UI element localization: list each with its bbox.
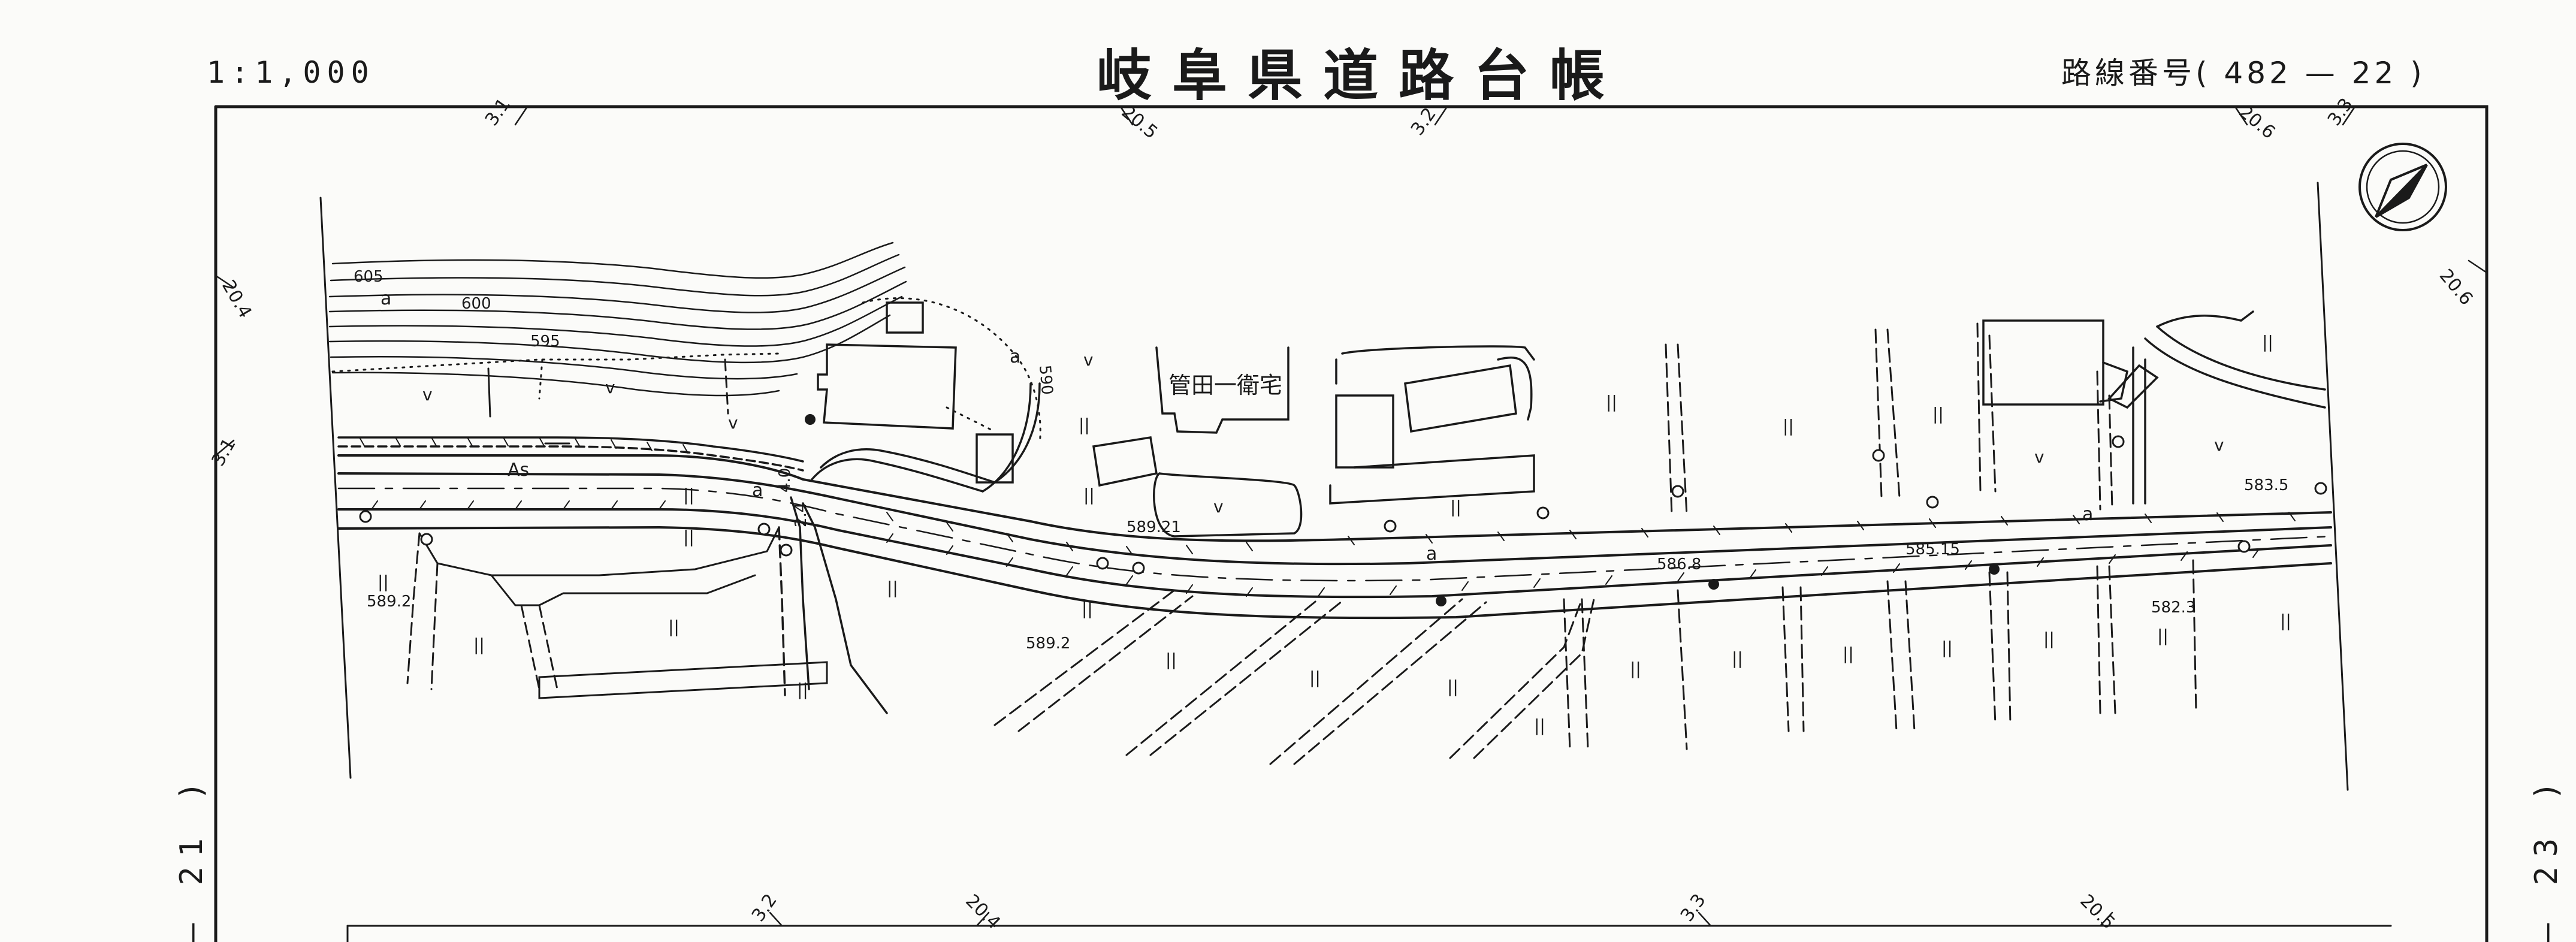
road-width-24: 2.4 <box>792 503 810 527</box>
upland-mark: v <box>2214 435 2224 455</box>
map-area-border-left <box>319 197 352 779</box>
lower-left-fields <box>406 526 828 699</box>
field-mark: || <box>378 572 389 591</box>
survey-points <box>359 435 2327 575</box>
map-title: 岐阜県道路台帳 <box>1097 43 1626 108</box>
field-mark: || <box>1630 659 1641 678</box>
road-mark-a-top: a <box>380 288 391 309</box>
contour-lines <box>328 241 907 397</box>
field-mark: || <box>1082 599 1093 618</box>
road-mark-a-center: a <box>1426 544 1437 564</box>
elevation-58515: 585.15 <box>1905 541 1960 558</box>
hook-road <box>811 382 1041 493</box>
upland-mark: v <box>422 385 433 404</box>
field-mark: || <box>887 578 898 597</box>
elevation-5892-left: 589.2 <box>367 593 411 611</box>
field-mark: || <box>797 680 808 699</box>
field-mark: || <box>1941 638 1953 657</box>
field-mark: || <box>2157 626 2169 645</box>
field-mark: || <box>1843 644 1854 663</box>
field-mark: || <box>2280 611 2291 630</box>
surface-label-as: As <box>508 460 529 481</box>
building-label: 管田一衛宅 <box>1168 372 1282 398</box>
private-road-right <box>2132 310 2326 505</box>
route-number-dash: — <box>2305 56 2339 90</box>
ditch-ticks <box>359 437 2296 597</box>
route-number-to: 22 <box>2351 56 2397 90</box>
road-mark-a-right: a <box>2082 504 2093 525</box>
map-area-border-right <box>2317 182 2349 791</box>
field-mark: || <box>2262 332 2273 352</box>
road-mark-a-house: a <box>1010 346 1020 367</box>
route-number-from: 482 <box>2224 56 2292 90</box>
field-mark: || <box>668 617 680 636</box>
field-mark: || <box>1083 485 1095 505</box>
map-frame <box>214 105 2489 942</box>
buildings <box>817 301 2159 538</box>
vertical-lanes-top <box>1665 322 2113 517</box>
field-mark: || <box>1534 715 1545 735</box>
grid-label-left-31: 3.1 <box>208 434 240 470</box>
elevation-58921: 589.21 <box>1127 518 1181 536</box>
dotted-boundaries <box>331 297 1041 445</box>
upland-mark: v <box>728 413 738 433</box>
grid-label-bottom-205: 20.5 <box>2076 890 2119 934</box>
grid-label-top-31: 3.1 <box>481 94 515 129</box>
upland-mark: v <box>1213 497 1224 517</box>
upland-mark: v <box>2034 447 2045 467</box>
route-number-close: ) <box>2410 56 2426 90</box>
road-width-40: 4.0 <box>776 468 794 493</box>
field-mark: || <box>2043 629 2055 648</box>
field-mark: || <box>473 635 485 654</box>
contour-label-590: 590 <box>1035 364 1056 395</box>
field-mark: || <box>1606 392 1617 412</box>
north-arrow-icon <box>2358 143 2447 231</box>
field-mark: || <box>1732 648 1743 668</box>
vertical-lanes-bottom <box>1563 559 2197 750</box>
grid-label-right-206: 20.6 <box>2435 265 2477 310</box>
grid-ticks <box>215 105 2488 927</box>
field-mark: || <box>1783 416 1794 436</box>
elevation-5835: 583.5 <box>2244 476 2288 494</box>
grid-label-bottom-204: 20.4 <box>961 890 1004 934</box>
contour-label-600: 600 <box>461 295 491 313</box>
south-lane <box>778 496 888 714</box>
upland-mark: v <box>1083 350 1094 370</box>
field-mark: || <box>1079 415 1090 434</box>
grid-label-top-33: 3.3 <box>2324 94 2357 129</box>
contour-label-605: 605 <box>354 268 383 286</box>
field-mark: || <box>683 485 694 505</box>
diagonal-lanes <box>993 589 1595 765</box>
field-mark: || <box>1309 668 1321 687</box>
road-mark-a-left: a <box>752 480 763 501</box>
route-number: 路線番号( 482 — 22 ) <box>2061 49 2426 92</box>
grid-label-top-32: 3.2 <box>1407 104 1440 139</box>
field-mark: || <box>1450 497 1461 517</box>
field-mark: || <box>1932 404 1944 424</box>
elevation-5823: 582.3 <box>2151 599 2196 617</box>
elevation-5868: 586.8 <box>1657 555 1701 573</box>
map-scale: 1:1,000 <box>207 55 375 90</box>
field-mark: || <box>1165 650 1177 669</box>
grid-label-left-204: 20.4 <box>218 277 256 322</box>
route-number-label: 路線番号( <box>2061 56 2211 90</box>
road-centerline <box>337 487 2332 582</box>
upland-mark: v <box>605 378 615 397</box>
benchmarks <box>805 414 2000 606</box>
field-mark: || <box>683 527 694 547</box>
elevation-5892-mid: 589.2 <box>1026 635 1070 653</box>
upper-side-road <box>337 436 804 463</box>
field-mark: || <box>1447 677 1458 696</box>
contour-label-595: 595 <box>530 333 560 351</box>
